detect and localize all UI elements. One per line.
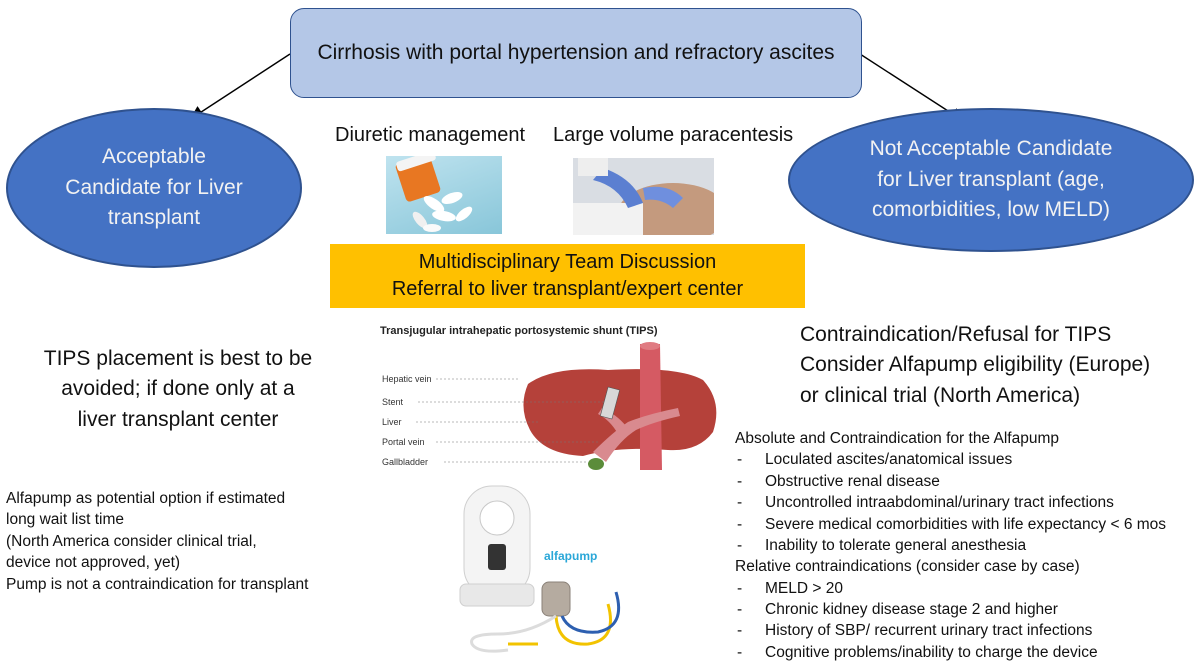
- acceptable-line: Acceptable: [102, 145, 206, 169]
- not-acceptable-candidate-ellipse: Not Acceptable Candidate for Liver trans…: [788, 108, 1194, 252]
- alfapump-contraindications: Absolute and Contraindication for the Al…: [735, 428, 1195, 663]
- alfapump-brand: alfapump: [544, 549, 597, 563]
- tips-avoid-line: avoided; if done only at a: [61, 377, 295, 401]
- pills-illustration: [395, 156, 473, 232]
- label-stent: Stent: [382, 397, 404, 407]
- tips-avoid-note: TIPS placement is best to be avoided; if…: [28, 344, 328, 435]
- arrow-to-acceptable: [189, 53, 291, 120]
- tips-avoid-line: liver transplant center: [77, 407, 279, 431]
- list-item: Uncontrolled intraabdominal/urinary trac…: [735, 492, 1195, 514]
- list-item: Cognitive problems/inability to charge t…: [735, 642, 1195, 663]
- alfapump-note-line: Alfapump as potential option if estimate…: [6, 490, 286, 507]
- mdt-line: Referral to liver transplant/expert cent…: [391, 278, 744, 300]
- not-acceptable-line: Not Acceptable Candidate: [869, 137, 1113, 161]
- label-portal-vein: Portal vein: [382, 437, 425, 447]
- pills-image: [386, 156, 502, 234]
- acceptable-candidate-ellipse: Acceptable Candidate for Liver transplan…: [6, 108, 302, 268]
- tips-diagram: Transjugular intrahepatic portosystemic …: [380, 325, 717, 470]
- acceptable-line: transplant: [107, 206, 201, 230]
- alfapump-note-line: device not approved, yet): [6, 554, 181, 572]
- not-acceptable-line: comorbidities, low MELD): [871, 198, 1111, 222]
- liver-shape: [523, 369, 717, 456]
- multidisciplinary-team-box: Multidisciplinary Team Discussion Referr…: [330, 244, 805, 308]
- alfapump-note-line: long wait list time: [6, 511, 125, 529]
- tips-diagram-title: Transjugular intrahepatic portosystemic …: [380, 325, 658, 337]
- stent: [599, 386, 621, 420]
- list-item: Obstructive renal disease: [735, 471, 1195, 493]
- list-item: Severe medical comorbidities with life e…: [735, 514, 1195, 536]
- list-item: History of SBP/ recurrent urinary tract …: [735, 620, 1195, 642]
- tips-avoid-line: TIPS placement is best to be: [43, 347, 313, 370]
- relative-contraindications-title: Relative contraindications (consider cas…: [735, 558, 1080, 576]
- tips-contra-line: Contraindication/Refusal for TIPS: [800, 323, 1112, 346]
- tips-contraindication-note: Contraindication/Refusal for TIPS Consid…: [800, 320, 1150, 411]
- not-acceptable-line: for Liver transplant (age,: [877, 167, 1105, 191]
- label-liver: Liver: [382, 417, 402, 427]
- absolute-contraindications-list: Loculated ascites/anatomical issues Obst…: [735, 449, 1195, 556]
- label-gallbladder: Gallbladder: [382, 457, 428, 467]
- list-item: Chronic kidney disease stage 2 and highe…: [735, 599, 1195, 621]
- cirrhosis-box: Cirrhosis with portal hypertension and r…: [290, 8, 862, 98]
- list-item: Loculated ascites/anatomical issues: [735, 449, 1195, 471]
- hepatic-vein: [640, 344, 662, 470]
- alfapump-option-note: Alfapump as potential option if estimate…: [6, 488, 346, 595]
- paracentesis-label: Large volume paracentesis: [553, 124, 794, 146]
- tips-contra-line: or clinical trial (North America): [800, 383, 1081, 407]
- acceptable-line: Candidate for Liver: [65, 175, 243, 199]
- label-hepatic-vein: Hepatic vein: [382, 374, 432, 384]
- absolute-contraindications-title: Absolute and Contraindication for the Al…: [735, 430, 1059, 447]
- gallbladder: [588, 458, 604, 470]
- paracentesis-image: [573, 158, 714, 235]
- diuretic-label: Diuretic management: [335, 124, 526, 146]
- tips-contra-line: Consider Alfapump eligibility (Europe): [800, 353, 1151, 377]
- portal-vein: [593, 408, 680, 462]
- list-item: Inability to tolerate general anesthesia: [735, 535, 1195, 557]
- alfapump-device-image: alfapump: [459, 485, 621, 653]
- mdt-line: Multidisciplinary Team Discussion: [418, 251, 717, 273]
- alfapump-note-line: (North America consider clinical trial,: [6, 532, 257, 550]
- cirrhosis-text: Cirrhosis with portal hypertension and r…: [317, 41, 835, 64]
- relative-contraindications-list: MELD > 20 Chronic kidney disease stage 2…: [735, 578, 1195, 663]
- alfapump-note-line: Pump is not a contraindication for trans…: [6, 575, 309, 593]
- list-item: MELD > 20: [735, 578, 1195, 600]
- paracentesis-illustration: [573, 158, 714, 235]
